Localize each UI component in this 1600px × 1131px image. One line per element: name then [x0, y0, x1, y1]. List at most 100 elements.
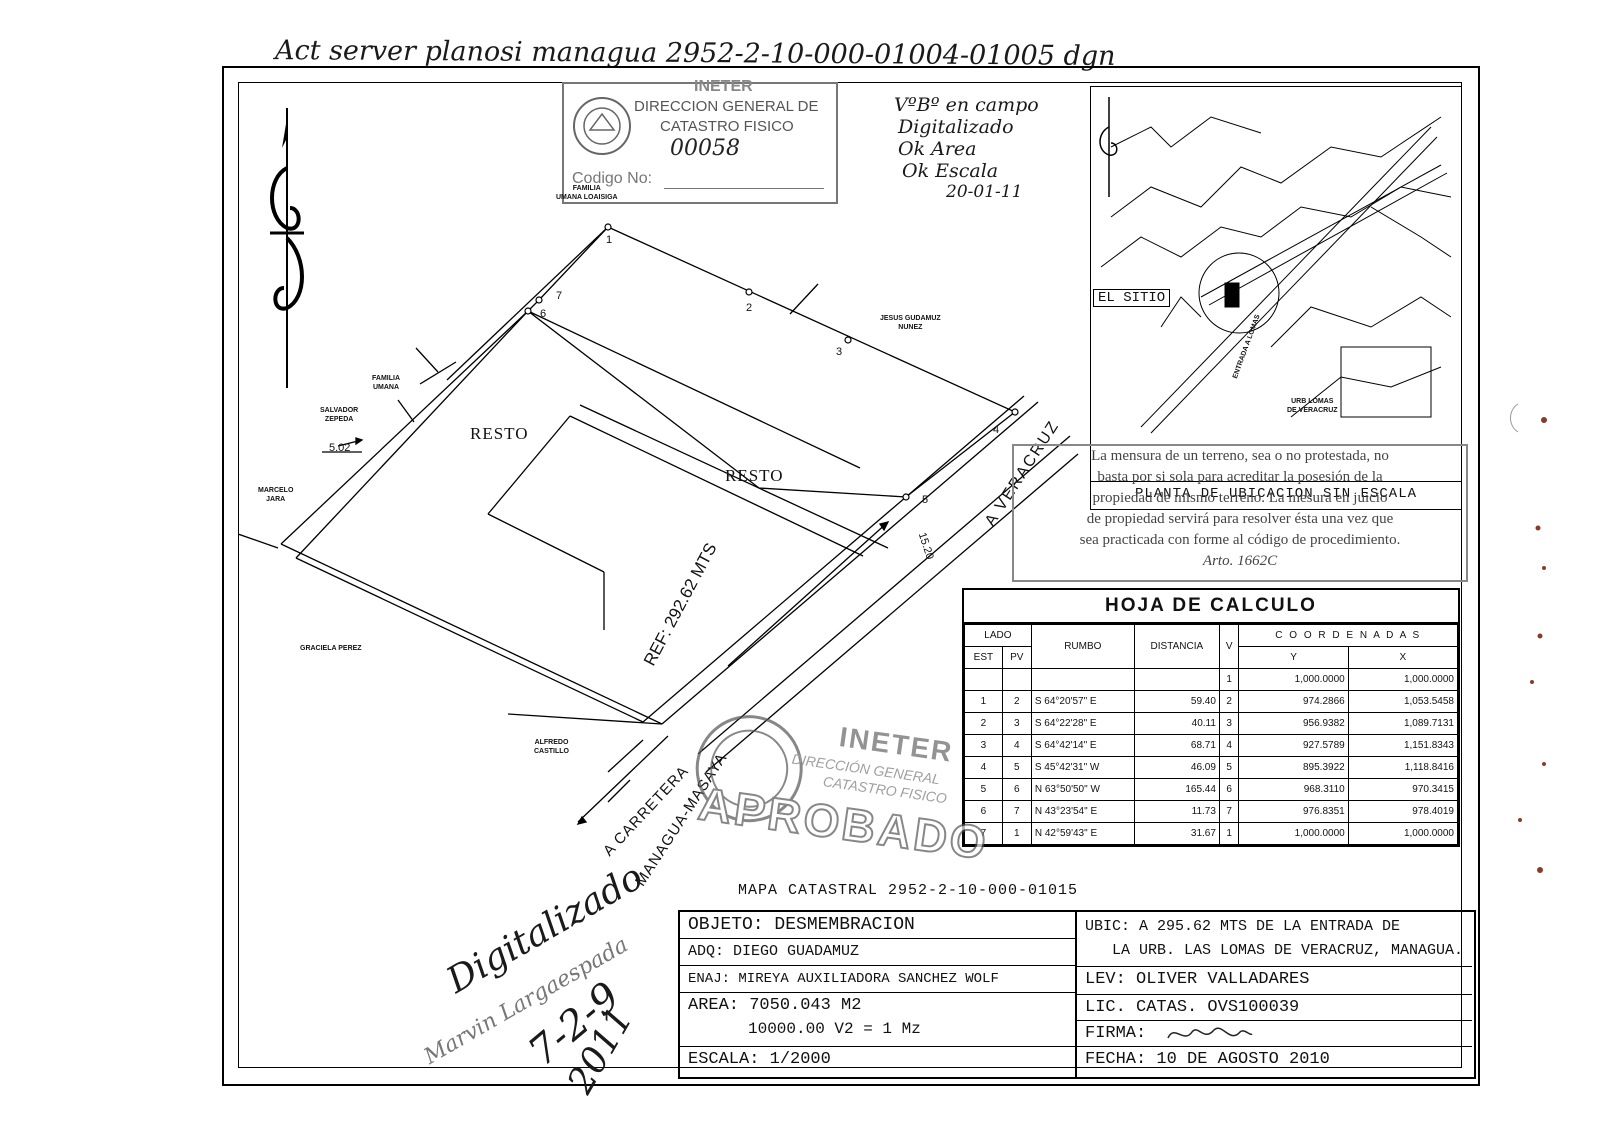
note-date: 20-01-11 [946, 182, 1023, 202]
aprobado-seal-icon [695, 715, 803, 823]
calc-cell-est: 5 [964, 778, 1003, 801]
calc-cell-v: 1 [1218, 668, 1240, 691]
calc-cell-y: 976.8351 [1238, 800, 1349, 823]
calc-cell-v: 2 [1218, 690, 1240, 713]
calc-cell-v: 7 [1218, 800, 1240, 823]
stamp-ineter-top: INETER DIRECCION GENERAL DE CATASTRO FIS… [562, 78, 838, 204]
point-2: 2 [746, 302, 753, 314]
calc-cell-pv [1001, 668, 1032, 691]
calc-cell-rumbo: S 45°42'31" W [1030, 756, 1135, 779]
calc-cell-rumbo: S 64°22'28" E [1030, 712, 1135, 735]
calc-cell-rumbo: S 64°42'14" E [1030, 734, 1135, 757]
title-block: OBJETO: DESMEMBRACION ADQ: DIEGO GUADAMU… [678, 910, 1476, 1079]
tb-enaj: ENAJ: MIREYA AUXILIADORA SANCHEZ WOLF [680, 966, 1075, 993]
calc-cell-est: 1 [964, 690, 1003, 713]
calc-h-y: Y [1238, 646, 1349, 669]
tb-lic: LIC. CATAS. OVS100039 [1085, 998, 1300, 1017]
calc-grid: LADO RUMBO DISTANCIA V C O O R D E N A D… [964, 624, 1459, 845]
calc-cell-pv: 4 [1001, 734, 1032, 757]
note-ok-escala: Ok Escala [902, 160, 999, 182]
tb-escala-divider [680, 1046, 1075, 1047]
handwritten-notes: VºBº en campo Digitalizado Ok Area Ok Es… [886, 94, 1066, 202]
tb-adq: ADQ: DIEGO GUADAMUZ [680, 939, 1075, 966]
calc-cell-v: 1 [1218, 822, 1240, 845]
note-vobo: VºBº en campo [894, 94, 1039, 116]
calc-cell-x: 970.3415 [1347, 778, 1459, 801]
calc-cell-rumbo: N 63°50'50" W [1030, 778, 1135, 801]
location-map-drawing [1099, 97, 1452, 434]
drawing-frame [222, 66, 1480, 1086]
tb-fecha: FECHA: 10 DE AGOSTO 2010 [1085, 1050, 1330, 1069]
parcel-boundary [527, 226, 1017, 498]
calc-cell-x: 978.4019 [1347, 800, 1459, 823]
calc-cell-rumbo: N 43°23'54" E [1030, 800, 1135, 823]
calc-cell-pv: 6 [1001, 778, 1032, 801]
tb-firma-divider [1075, 1046, 1472, 1047]
stamp-line1: DIRECCION GENERAL DE [634, 98, 819, 115]
calc-cell-x: 1,000.0000 [1347, 822, 1459, 845]
calc-cell-v: 3 [1218, 712, 1240, 735]
calc-cell-rumbo: S 64°20'57" E [1030, 690, 1135, 713]
legal-line-6: Arto. 1662C [1202, 553, 1278, 569]
label-resto-2: RESTO [725, 466, 784, 485]
calc-table: HOJA DE CALCULO LADO RUMBO DISTANCIA V C… [962, 588, 1460, 847]
calc-cell-dist: 46.09 [1133, 756, 1220, 779]
tb-area: AREA: 7050.043 M2 [688, 996, 862, 1015]
legal-line-2: basta por si sola para acreditar la pose… [1097, 469, 1383, 485]
neighbor-graciela-perez: GRACIELA PEREZ [300, 645, 362, 652]
point-5: 5 [922, 494, 929, 506]
tb-ubic-2: LA URB. LAS LOMAS DE VERACRUZ, MANAGUA. [1112, 942, 1464, 959]
point-1: 1 [606, 234, 613, 246]
calc-cell-pv: 2 [1001, 690, 1032, 713]
calc-cell-x: 1,000.0000 [1347, 668, 1459, 691]
neighbor-marcelo-jara: MARCELO JARA [258, 487, 294, 503]
legal-line-3: propiedad de mismo terreno. La mesura en… [1092, 490, 1388, 506]
neighbor-familia-umana-loaisiga: FAMILIA UMANA LOAISIGA [556, 185, 618, 201]
calc-h-est: EST [964, 646, 1003, 669]
calc-cell-x: 1,118.8416 [1347, 756, 1459, 779]
calc-title: HOJA DE CALCULO [964, 590, 1458, 624]
note-digitalizado: Digitalizado [898, 116, 1014, 138]
calc-cell-y: 1,000.0000 [1238, 668, 1349, 691]
note-ok-area: Ok Area [898, 138, 977, 160]
calc-cell-y: 956.9382 [1238, 712, 1349, 735]
seal-icon [573, 97, 631, 155]
calc-cell-dist: 11.73 [1133, 800, 1220, 823]
calc-cell-v: 5 [1218, 756, 1240, 779]
tb-escala: ESCALA: 1/2000 [688, 1050, 831, 1069]
calc-cell-rumbo: N 42°59'43" E [1030, 822, 1135, 845]
tb-ubic-divider [1075, 966, 1472, 967]
calc-cell-dist: 68.71 [1133, 734, 1220, 757]
tb-lev: LEV: OLIVER VALLADARES [1085, 970, 1310, 989]
calc-h-pv: PV [1001, 646, 1032, 669]
calc-cell-x: 1,151.8343 [1347, 734, 1459, 757]
neighbor-alfredo-castillo: ALFREDO CASTILLO [534, 739, 569, 755]
calc-cell-est [964, 668, 1003, 691]
firma-signature [1167, 1027, 1253, 1039]
label-resto-1: RESTO [470, 424, 529, 443]
calc-cell-dist [1133, 668, 1220, 691]
point-7: 7 [556, 290, 563, 302]
location-map: EL SITIO URB LOMAS DE VERACRUZ ENTRADA A… [1090, 86, 1462, 510]
calc-h-coordenadas: C O O R D E N A D A S [1238, 624, 1458, 647]
neighbor-familia-umana: FAMILIA UMANA [372, 375, 400, 391]
tb-lev-divider [1075, 994, 1472, 995]
stamp-line2: CATASTRO FISICO [660, 118, 794, 135]
calc-cell-dist: 40.11 [1133, 712, 1220, 735]
stamp-field-label: Codigo No: [572, 170, 653, 187]
north-arrow-icon [270, 108, 304, 388]
calc-cell-x: 1,053.5458 [1347, 690, 1459, 713]
calc-cell-y: 968.3110 [1238, 778, 1349, 801]
point-6: 6 [540, 308, 547, 320]
margin-specks [1510, 403, 1547, 873]
calc-cell-pv: 5 [1001, 756, 1032, 779]
calc-cell-pv: 7 [1001, 800, 1032, 823]
calc-cell-y: 974.2866 [1238, 690, 1349, 713]
